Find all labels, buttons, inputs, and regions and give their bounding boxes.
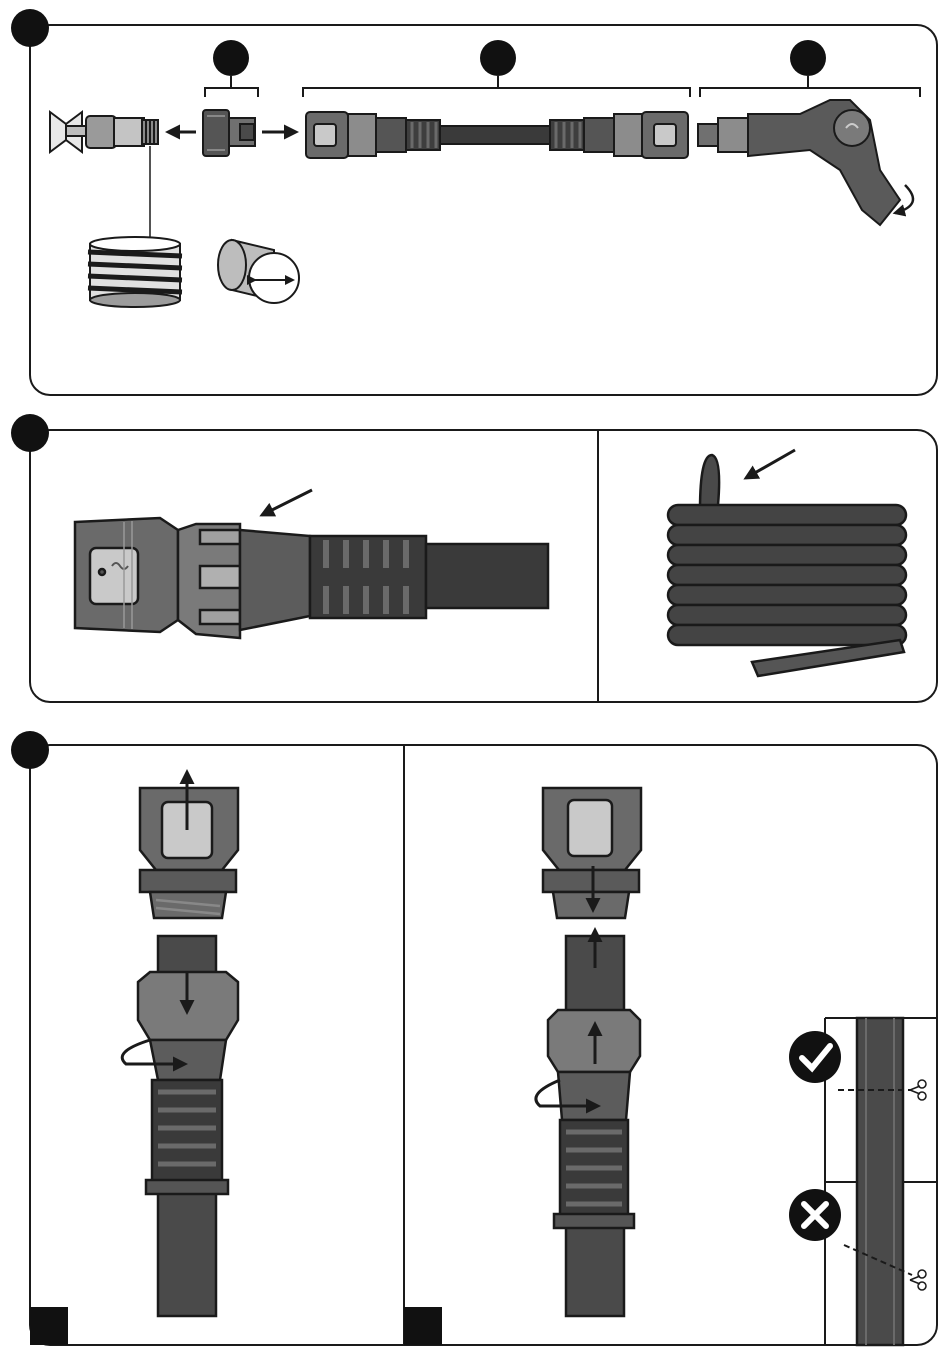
cross-mark-icon <box>789 1189 841 1241</box>
panel-1 <box>11 9 937 395</box>
panel-3-number-badge <box>11 731 49 769</box>
step-a-badge <box>30 1307 68 1345</box>
panel-2-number-badge <box>11 414 49 452</box>
panel-1-number-badge <box>11 9 49 47</box>
thread-detail-illustration <box>88 237 182 307</box>
check-mark-icon <box>789 1031 841 1083</box>
step-b-badge <box>404 1307 442 1345</box>
hose-cut-guide-illustration <box>857 1018 903 1345</box>
panel-3 <box>11 731 937 1345</box>
panel-2 <box>11 414 937 702</box>
